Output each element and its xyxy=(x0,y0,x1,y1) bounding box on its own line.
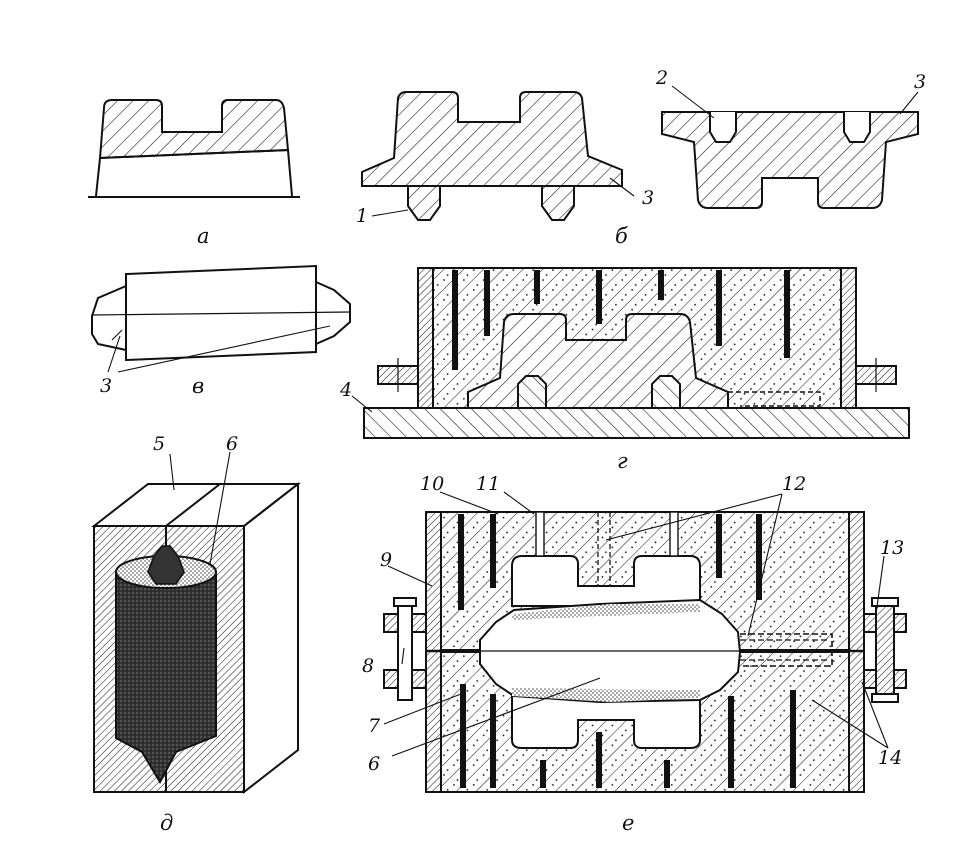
callout-11: 11 xyxy=(476,473,500,495)
panel-b-pattern-inverted xyxy=(661,85,919,209)
callout-9: 9 xyxy=(380,549,392,571)
callout-4: 4 xyxy=(339,379,352,401)
panel-letter-e: е xyxy=(622,811,634,835)
vent-rods-g xyxy=(452,270,790,370)
callout-13: 13 xyxy=(880,537,904,559)
panel-g-mold-half xyxy=(351,267,910,439)
panel-v-tapered-pattern xyxy=(91,264,351,373)
panel-letter-d: д xyxy=(160,811,173,835)
bolt-left xyxy=(383,597,427,701)
callout-3-v: 3 xyxy=(100,375,112,397)
callout-1: 1 xyxy=(356,205,368,227)
bolt-right xyxy=(863,597,907,703)
callout-10: 10 xyxy=(420,473,444,495)
panel-letter-v: в xyxy=(192,374,204,398)
panel-letter-g: г xyxy=(617,449,628,473)
panel-letter-a: а xyxy=(197,224,210,248)
callout-3-top: 3 xyxy=(914,71,926,93)
callout-3-b: 3 xyxy=(642,187,654,209)
panel-a-pattern xyxy=(88,99,300,198)
vent-rods-e xyxy=(458,514,796,788)
callout-2: 2 xyxy=(655,67,668,89)
callout-12: 12 xyxy=(782,473,806,495)
callout-6-e: 6 xyxy=(368,753,380,775)
callout-14: 14 xyxy=(878,747,902,769)
panel-e-assembled-mold xyxy=(383,491,907,793)
panel-d-core-box xyxy=(91,451,301,795)
callout-8: 8 xyxy=(362,655,374,677)
panel-letter-b: б xyxy=(615,224,628,248)
callout-7: 7 xyxy=(368,715,381,737)
callout-6-d: 6 xyxy=(226,433,238,455)
panel-b-pattern-with-prints xyxy=(361,91,635,221)
callout-5: 5 xyxy=(153,433,165,455)
